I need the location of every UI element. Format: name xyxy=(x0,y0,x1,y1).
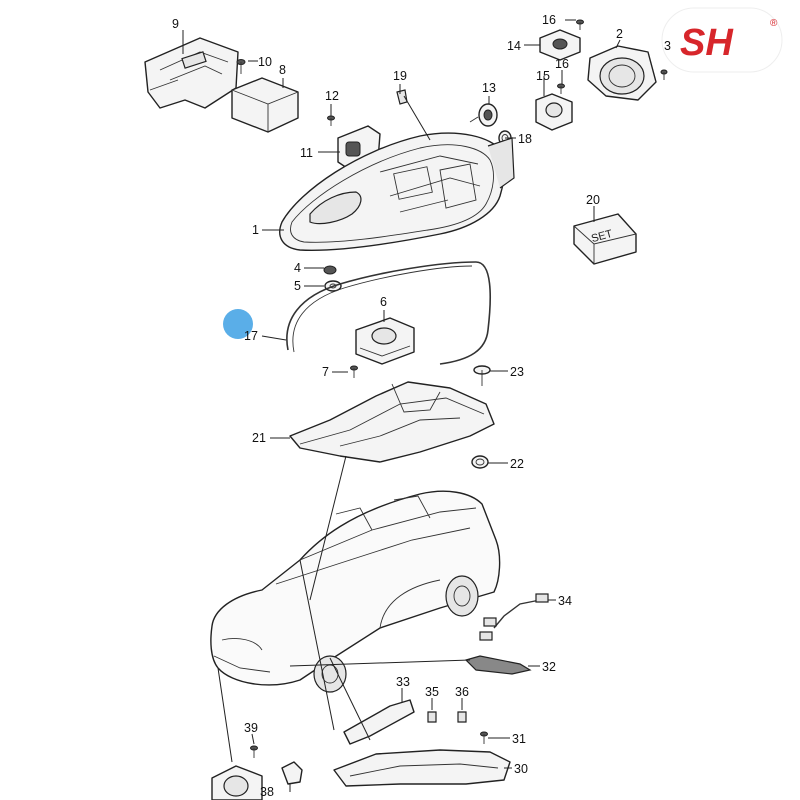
label-part-17: 17 xyxy=(244,329,258,343)
label-part-19: 19 xyxy=(393,69,407,83)
label-part-36: 36 xyxy=(455,685,469,699)
part-15-adjuster xyxy=(535,93,573,131)
label-part-35: 35 xyxy=(425,685,439,699)
part-31-screw xyxy=(480,731,488,744)
label-part-3: 3 xyxy=(664,39,671,53)
label-part-14: 14 xyxy=(507,39,521,53)
highlight-marker xyxy=(223,309,253,339)
label-part-5: 5 xyxy=(294,279,301,293)
part-1-headlight xyxy=(279,132,515,251)
label-part-20: 20 xyxy=(586,193,600,207)
label-part-33: 33 xyxy=(396,675,410,689)
part-21-support-bracket xyxy=(289,381,495,463)
label-part-12: 12 xyxy=(325,89,339,103)
leader-lines xyxy=(182,19,621,792)
label-part-2: 2 xyxy=(616,27,623,41)
part-7-screw xyxy=(350,365,358,378)
label-part-23: 23 xyxy=(510,365,524,379)
part-4-washer xyxy=(323,265,337,275)
part-16-screw-top xyxy=(576,19,584,30)
label-part-22: 22 xyxy=(510,457,524,471)
registered-mark: ® xyxy=(770,18,778,29)
label-part-9: 9 xyxy=(172,17,179,31)
part-14-motor xyxy=(539,29,581,61)
part-33-reflector xyxy=(343,699,415,745)
part-6-led-module xyxy=(355,317,415,365)
label-part-10: 10 xyxy=(258,55,272,69)
label-part-30: 30 xyxy=(514,762,528,776)
part-2-cover-cap xyxy=(587,45,657,101)
part-12-screw xyxy=(327,115,335,126)
part-17-seal-strip xyxy=(286,261,491,365)
part-34-wire-harness xyxy=(479,593,549,641)
part-19-clip xyxy=(396,89,408,105)
part-23-bolt xyxy=(473,365,491,386)
label-part-4: 4 xyxy=(294,261,301,275)
label-part-18: 18 xyxy=(518,132,532,146)
label-part-34: 34 xyxy=(558,594,572,608)
part-8-control-unit xyxy=(231,77,299,133)
part-9-bracket xyxy=(144,37,239,109)
label-part-1: 1 xyxy=(252,223,259,237)
part-30-bumper-light xyxy=(333,749,511,787)
label-part-21: 21 xyxy=(252,431,266,445)
part-number-labels: 9 10 8 12 11 19 13 18 14 15 16 16 2 3 1 … xyxy=(172,13,671,799)
label-part-39: 39 xyxy=(244,721,258,735)
label-part-16b: 16 xyxy=(555,57,569,71)
label-part-32: 32 xyxy=(542,660,556,674)
part-35-bulb xyxy=(427,711,437,723)
vehicle-suv-outline xyxy=(210,490,501,693)
label-part-31: 31 xyxy=(512,732,526,746)
part-13-socket xyxy=(469,103,498,127)
part-10-screw xyxy=(236,59,246,74)
part-16-screw-mid xyxy=(557,83,565,94)
part-22-grommet xyxy=(471,455,489,469)
part-36-bulb xyxy=(457,711,467,723)
part-32-side-marker xyxy=(464,655,532,675)
logo-text: SH xyxy=(680,22,734,64)
part-38-fog-lamp xyxy=(211,761,303,800)
part-39-screw xyxy=(250,745,258,758)
label-part-13: 13 xyxy=(482,81,496,95)
set-label: SET xyxy=(590,228,614,245)
label-part-11: 11 xyxy=(300,146,313,160)
label-part-6: 6 xyxy=(380,295,387,309)
part-20-set-box: SET xyxy=(573,213,637,265)
label-part-38: 38 xyxy=(260,785,274,799)
part-3-screw xyxy=(660,69,668,80)
label-part-16a: 16 xyxy=(542,13,556,27)
label-part-15: 15 xyxy=(536,69,550,83)
brand-logo: SH ® xyxy=(661,7,783,73)
label-part-7: 7 xyxy=(322,365,329,379)
label-part-8: 8 xyxy=(279,63,286,77)
